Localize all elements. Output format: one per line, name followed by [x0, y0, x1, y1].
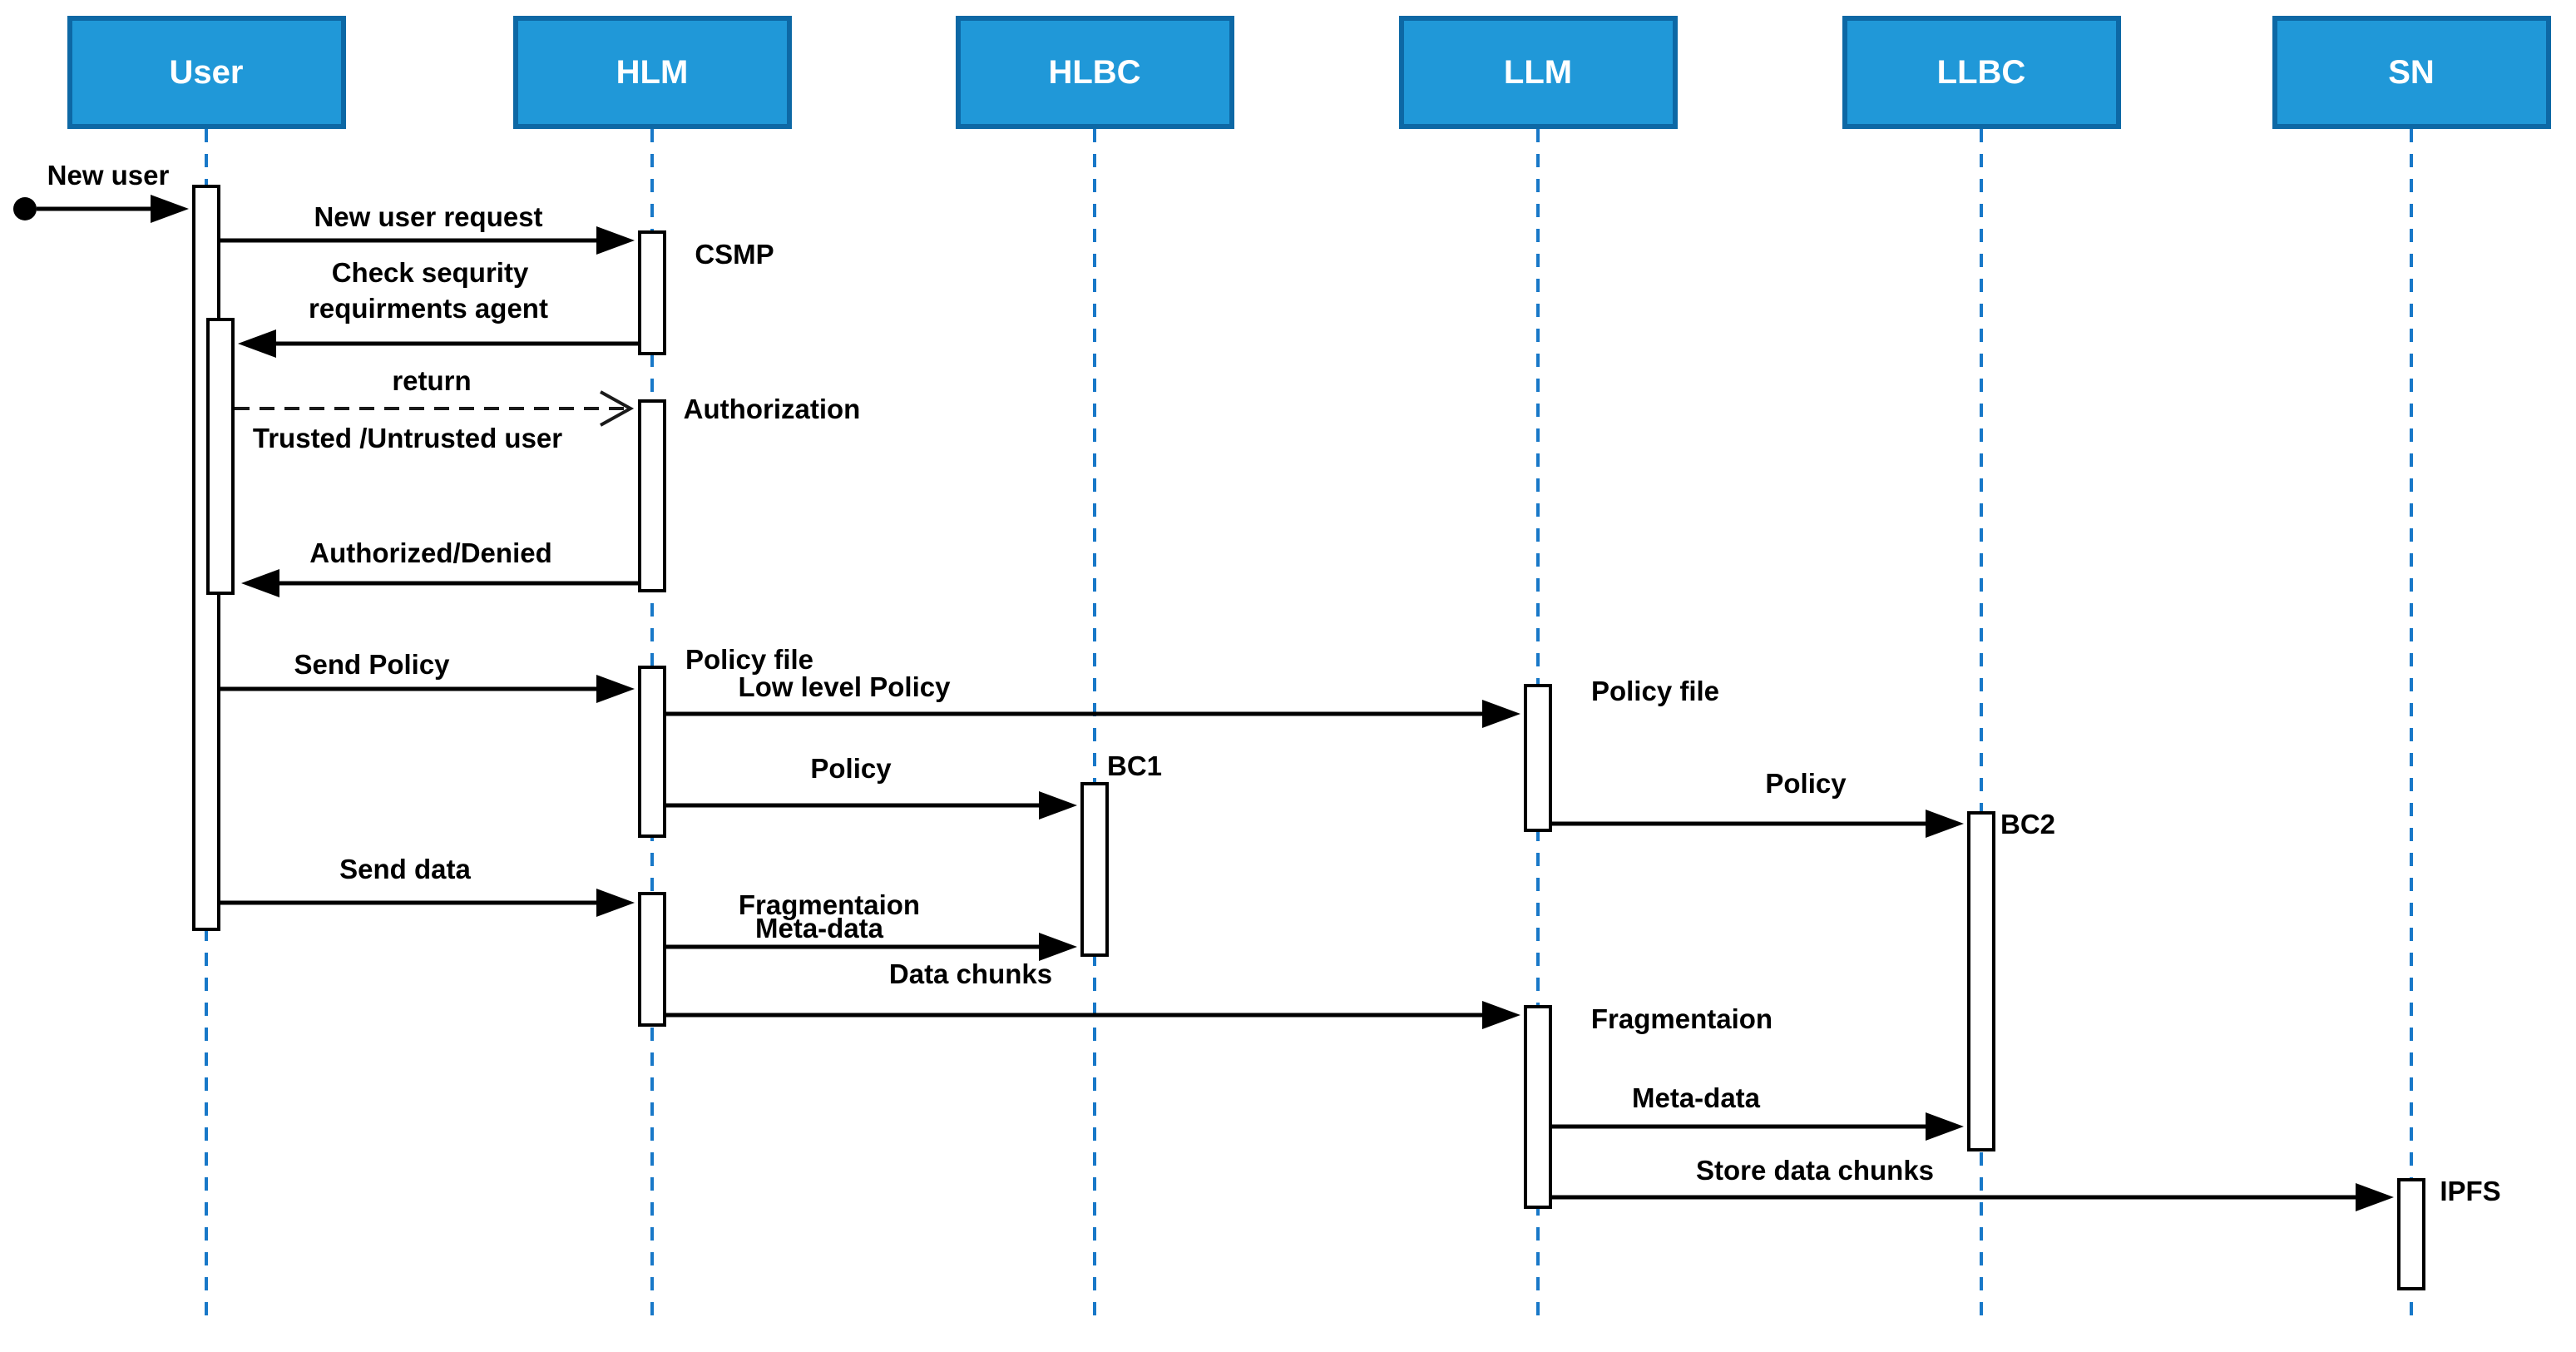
actor-label-sn: SN — [2388, 53, 2435, 91]
arrow-send-data — [220, 889, 635, 917]
actor-label-hlm: HLM — [616, 53, 689, 91]
actor-label-user: User — [169, 53, 244, 91]
msg-label-return: return — [392, 365, 472, 396]
activation-hlm-csmp — [638, 230, 666, 355]
actor-box-user: User — [67, 16, 346, 129]
arrow-return-trusted — [235, 390, 635, 427]
actor-label-llbc: LLBC — [1936, 53, 2026, 91]
activation-label-policy-file-llm: Policy file — [1590, 676, 1720, 706]
lifeline-sn — [2410, 129, 2413, 1318]
activation-label-csmp: CSMP — [695, 239, 774, 270]
msg-label-store-data-chunks: Store data chunks — [1695, 1155, 1935, 1186]
msg-label-send-data: Send data — [339, 854, 471, 884]
activation-label-authorization: Authorization — [683, 394, 861, 424]
activation-label-bc2: BC2 — [2000, 809, 2056, 839]
msg-label-requirments-agent: requirments agent — [309, 293, 548, 324]
msg-label-trusted-untrusted: Trusted /Untrusted user — [252, 423, 563, 453]
activation-hlm-policy-file — [638, 666, 666, 838]
arrow-new-user — [37, 195, 189, 223]
msg-label-policy-llm: Policy — [1765, 768, 1847, 799]
actor-label-hlbc: HLBC — [1048, 53, 1141, 91]
msg-label-check-sequrity: Check sequrity — [331, 257, 529, 288]
activation-label-fragmentaion-llm: Fragmentaion — [1590, 1003, 1773, 1034]
msg-label-send-policy: Send Policy — [294, 649, 450, 680]
activation-hlbc-bc1 — [1080, 782, 1109, 957]
activation-label-bc1: BC1 — [1106, 750, 1163, 781]
arrow-policy-llm-bc2 — [1552, 810, 1964, 838]
msg-label-policy-hlm: Policy — [810, 753, 892, 784]
arrow-check-sequrity — [238, 329, 638, 358]
msg-label-new-user: New user — [47, 160, 170, 191]
activation-label-ipfs: IPFS — [2440, 1176, 2501, 1206]
msg-label-meta-data-hlm: Meta-data — [754, 913, 884, 943]
arrow-policy-hlm-bc1 — [666, 791, 1077, 820]
activation-user-nested — [206, 318, 235, 595]
activation-hlm-fragmentaion — [638, 892, 666, 1027]
msg-label-new-user-request: New user request — [314, 201, 543, 232]
activation-sn-ipfs — [2397, 1178, 2425, 1290]
start-dot — [13, 197, 37, 220]
activation-llm-policy-file — [1524, 684, 1552, 832]
msg-label-data-chunks: Data chunks — [888, 958, 1053, 989]
msg-label-low-level-policy: Low level Policy — [738, 671, 951, 702]
actor-box-hlbc: HLBC — [955, 16, 1234, 129]
actor-box-sn: SN — [2272, 16, 2551, 129]
activation-label-policy-file-hlm: Policy file — [685, 644, 814, 675]
activation-llbc-bc2 — [1967, 811, 1995, 1151]
actor-box-llbc: LLBC — [1842, 16, 2121, 129]
lifeline-hlbc — [1093, 129, 1096, 1318]
actor-label-llm: LLM — [1503, 53, 1573, 91]
actor-box-hlm: HLM — [512, 16, 792, 129]
arrow-meta-data-llm-bc2 — [1552, 1112, 1964, 1141]
msg-label-authorized-denied: Authorized/Denied — [309, 537, 552, 568]
lifeline-llbc — [1980, 129, 1983, 1318]
msg-label-meta-data-llm: Meta-data — [1631, 1082, 1761, 1113]
arrow-store-data-chunks — [1552, 1183, 2394, 1211]
arrow-authorized-denied — [241, 569, 638, 597]
activation-hlm-authorization — [638, 399, 666, 592]
activation-label-fragmentaion-hlm: Fragmentaion — [738, 889, 921, 920]
activation-llm-fragmentaion — [1524, 1005, 1552, 1209]
actor-box-llm: LLM — [1398, 16, 1678, 129]
